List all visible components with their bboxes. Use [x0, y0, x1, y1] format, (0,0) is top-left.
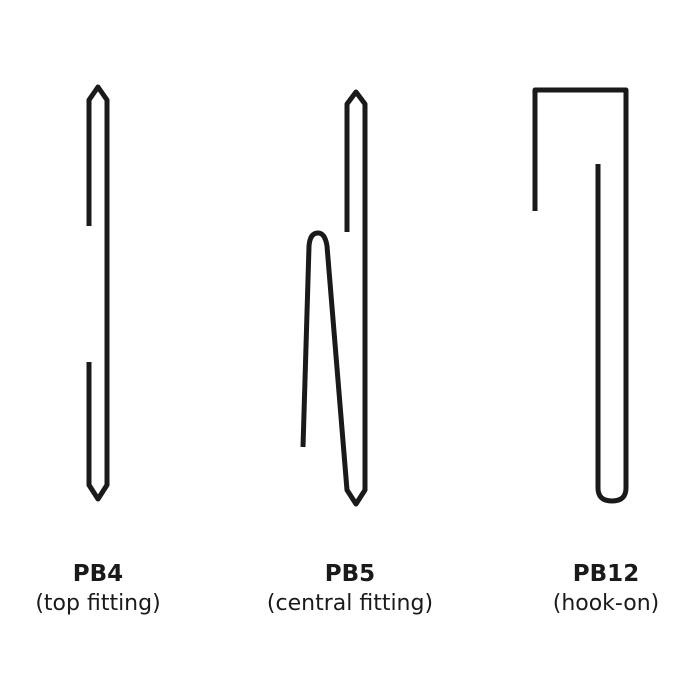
profile-description-pb5: (central fitting) — [266, 590, 434, 616]
pb12-hook-profile-line — [532, 87, 629, 504]
profile-code-pb12: PB12 — [572, 561, 640, 587]
pb5-back-profile-line — [300, 89, 368, 507]
pb4-upper-profile-line — [86, 84, 110, 502]
caption-pb12: PB12 (hook-on) — [486, 560, 700, 618]
caption-pb5: PB5 (central fitting) — [230, 560, 470, 618]
central-fitting-profile-icon — [300, 89, 368, 507]
top-fitting-profile-icon — [86, 84, 110, 502]
profile-description-pb4: (top fitting) — [35, 590, 161, 616]
caption-pb4: PB4 (top fitting) — [0, 560, 218, 618]
profile-description-pb12: (hook-on) — [552, 590, 660, 616]
hook-on-profile-icon — [532, 87, 629, 504]
profile-code-pb5: PB5 — [324, 561, 376, 587]
profile-code-pb4: PB4 — [72, 561, 124, 587]
